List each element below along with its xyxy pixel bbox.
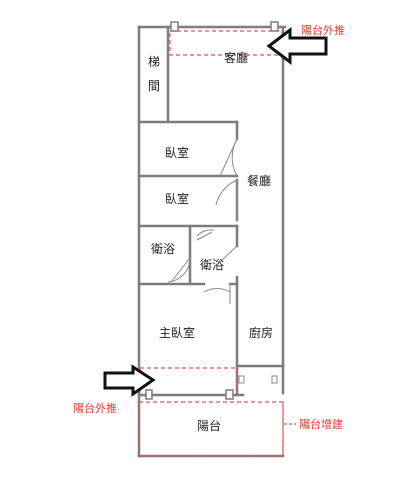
annotation-balcony-extend-bottom: 陽台外推 — [73, 401, 117, 415]
label-bedroom-2: 臥室 — [165, 191, 189, 206]
label-bathroom-1: 衛浴 — [151, 242, 175, 256]
label-living-room: 客廳 — [224, 50, 248, 65]
arrow-icon-bottom — [103, 364, 156, 397]
walls — [137, 25, 287, 458]
annotation-balcony-addition: 陽台增建 — [299, 417, 343, 431]
label-dining-room: 餐廳 — [247, 173, 271, 188]
label-bedroom-1: 臥室 — [165, 145, 189, 160]
annotation-balcony-extend-top: 陽台外推 — [301, 23, 345, 37]
doors — [167, 138, 278, 384]
label-stairs-2: 間 — [148, 79, 160, 93]
label-kitchen: 廚房 — [249, 325, 273, 340]
label-balcony: 陽台 — [197, 418, 221, 433]
arrow-icon-top — [266, 26, 328, 66]
window-posts — [145, 21, 279, 400]
label-bathroom-2: 衛浴 — [200, 258, 224, 272]
label-stairs-1: 梯 — [148, 55, 160, 69]
label-master-bedroom: 主臥室 — [159, 325, 195, 340]
